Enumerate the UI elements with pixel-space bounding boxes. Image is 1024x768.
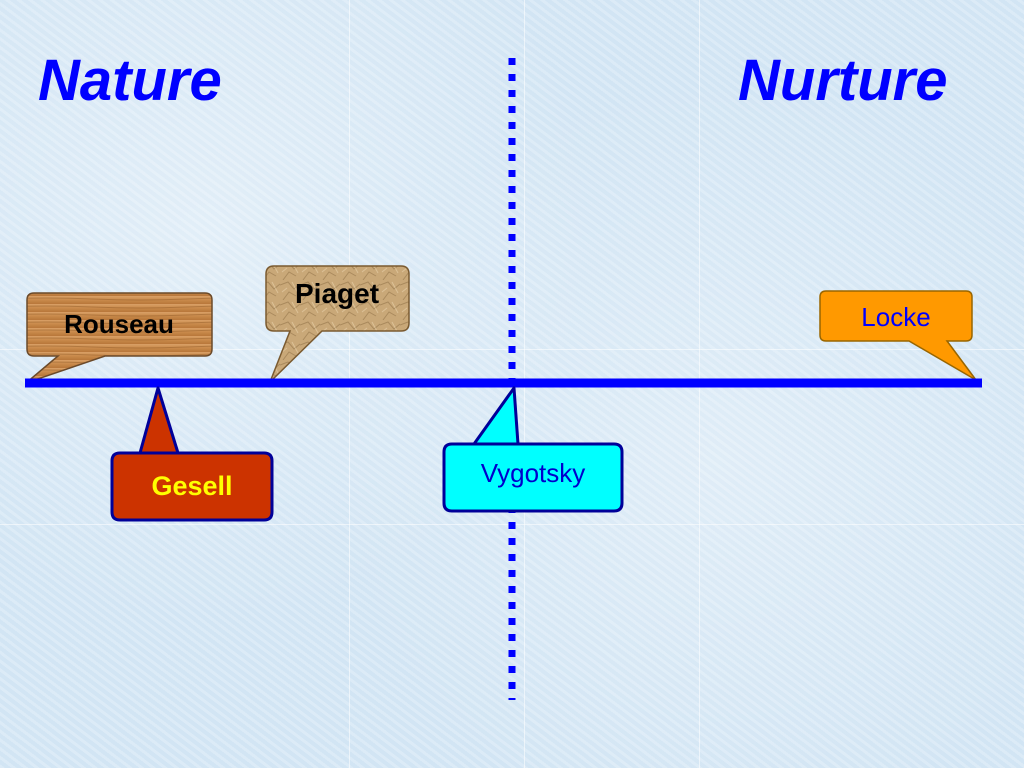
rouseau-label: Rouseau (64, 309, 174, 339)
nature-heading: Nature (38, 48, 222, 113)
vygotsky-label: Vygotsky (480, 458, 586, 488)
locke-label: Locke (861, 302, 931, 332)
piaget-callout (265, 265, 410, 383)
vygotsky-callout (442, 386, 624, 513)
gesell-label: Gesell (151, 470, 233, 501)
nurture-heading: Nurture (738, 48, 948, 113)
locke-callout (819, 290, 977, 381)
gesell-callout (110, 386, 274, 522)
rouseau-callout (25, 292, 213, 384)
piaget-label: Piaget (294, 278, 380, 309)
